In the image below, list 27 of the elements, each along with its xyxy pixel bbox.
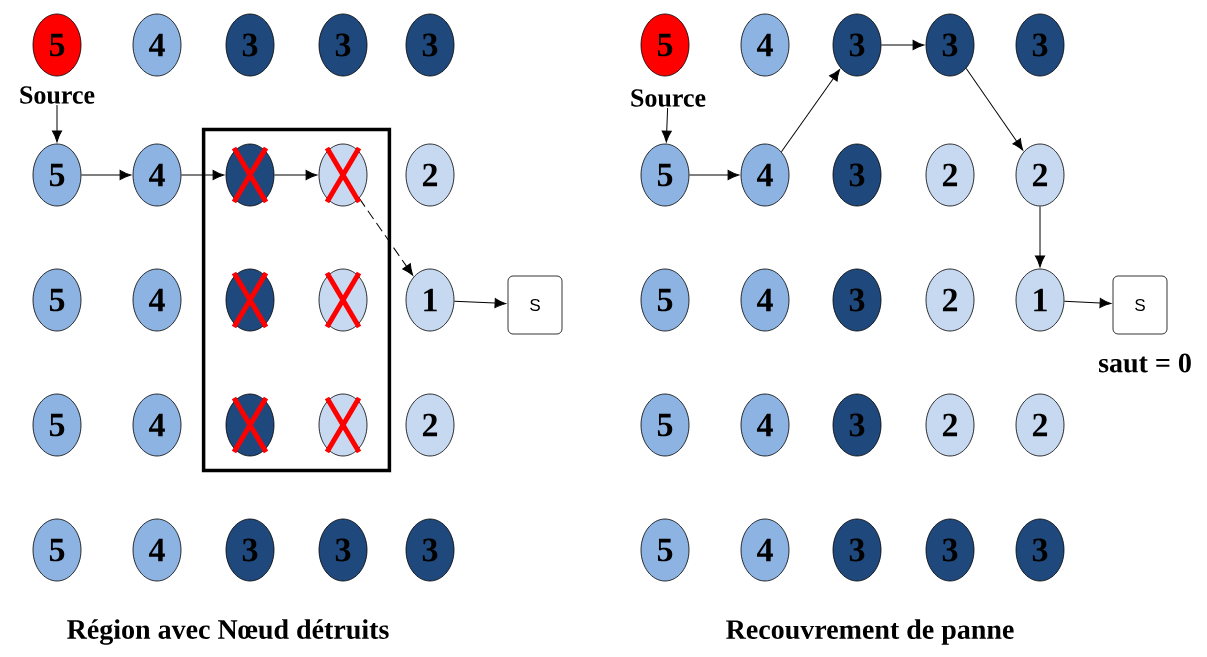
arrow — [80, 169, 132, 181]
arrow — [965, 67, 1024, 151]
arrow — [780, 69, 840, 153]
arrow — [180, 169, 225, 181]
arrow — [688, 169, 740, 181]
arrow — [1063, 297, 1112, 309]
arrow — [661, 107, 672, 143]
arrow — [358, 197, 414, 276]
arrow — [880, 39, 925, 51]
node-circle — [318, 143, 368, 207]
arrow — [453, 298, 507, 309]
node-circle — [225, 393, 275, 457]
hop-count-label: saut = 0 — [1099, 353, 1191, 373]
source-label: Source — [20, 86, 95, 104]
panel-caption: Recouvrement de panne — [726, 619, 1014, 645]
arrow — [51, 104, 63, 143]
panel-caption: Région avec Nœud détruits — [67, 619, 389, 645]
sink-box: S — [507, 275, 563, 335]
arrow — [273, 169, 318, 181]
node-circle — [225, 268, 275, 332]
sink-box: S — [1112, 275, 1168, 335]
node-circle — [318, 393, 368, 457]
node-circle — [318, 268, 368, 332]
destroyed-region-frame — [201, 127, 392, 473]
source-label: Source — [631, 89, 706, 107]
arrow — [1034, 205, 1046, 268]
node-circle — [225, 143, 275, 207]
